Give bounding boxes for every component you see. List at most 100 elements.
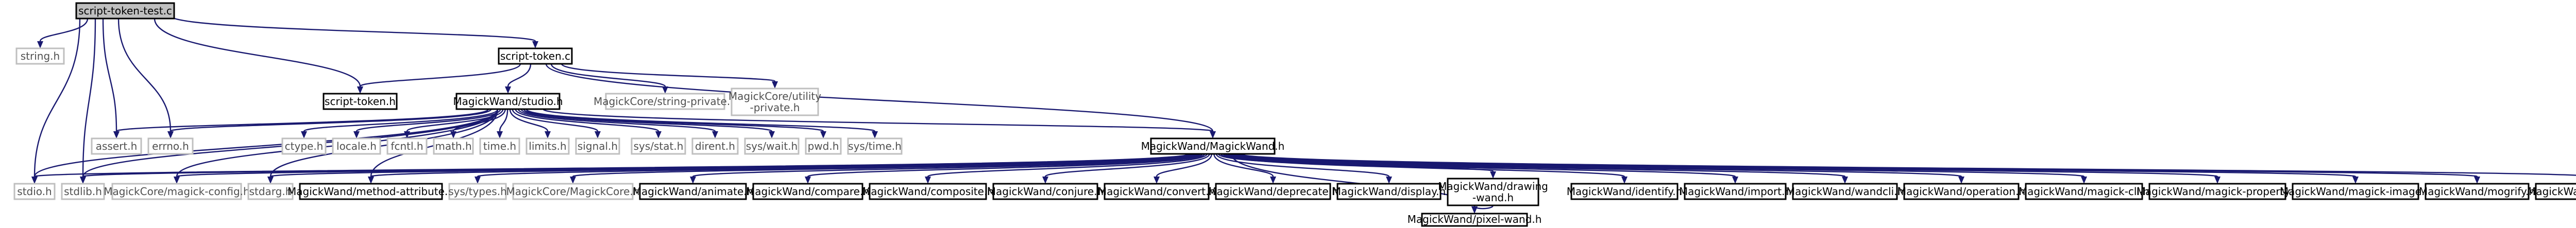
node-label: sys/time.h xyxy=(848,140,902,152)
node-label: MagickCore/magick-config.h xyxy=(104,185,249,198)
edge xyxy=(33,18,81,177)
node-label: script-token.h xyxy=(325,95,396,108)
edge-arrowhead xyxy=(353,131,360,138)
node-drawing-wand-h[interactable]: MagickWand/drawing -wand.h xyxy=(1438,178,1548,206)
node-label: stdarg.h xyxy=(249,185,292,198)
edge xyxy=(509,109,549,132)
node-label: MagickWand/identify.h xyxy=(1567,185,1683,198)
edge-arrowhead xyxy=(662,86,668,94)
edge-arrowhead xyxy=(474,177,481,184)
edge-arrowhead xyxy=(820,131,826,138)
edge xyxy=(523,108,824,132)
node-label: MagickWand/mogrify.h xyxy=(2419,185,2535,198)
node-label: fcntl.h xyxy=(391,140,423,152)
edge-arrowhead xyxy=(1842,177,1848,184)
node-label: MagickWand/method-attribute.h xyxy=(287,185,454,198)
node-method-attribute-h[interactable]: MagickWand/method-attribute.h xyxy=(287,183,454,200)
node-mogrify-h[interactable]: MagickWand/mogrify.h xyxy=(2419,183,2535,200)
edge-arrowhead xyxy=(1732,177,1738,184)
node-studio-h[interactable]: MagickWand/studio.h xyxy=(453,93,563,110)
node-magick-property-h[interactable]: MagickWand/magick-property.h xyxy=(2137,183,2299,200)
node-magick-config-h: MagickCore/magick-config.h xyxy=(104,183,250,200)
node-animate-h[interactable]: MagickWand/animate.h xyxy=(633,183,754,200)
node-sys-wait-h: sys/wait.h xyxy=(744,137,800,155)
edge xyxy=(115,108,489,132)
node-montage-h[interactable]: MagickWand/montage.h xyxy=(2527,183,2576,200)
node-string-h: string.h xyxy=(15,47,65,65)
edge xyxy=(82,18,96,177)
edge-arrowhead xyxy=(2352,177,2359,184)
edge-arrowhead xyxy=(545,131,551,138)
edge xyxy=(515,109,659,132)
edge xyxy=(550,63,666,87)
node-script-token-h[interactable]: script-token.h xyxy=(323,93,398,110)
node-label: time.h xyxy=(483,140,516,152)
edge xyxy=(520,109,773,132)
node-display-h[interactable]: MagickWand/display.h xyxy=(1332,183,1446,200)
edge-arrowhead xyxy=(1471,206,1478,214)
edge xyxy=(406,109,504,132)
node-compare-h[interactable]: MagickWand/compare.h xyxy=(746,183,870,200)
edge-arrowhead xyxy=(925,177,931,184)
edge-arrowhead xyxy=(267,177,274,184)
node-label: MagickCore/MagickCore.h xyxy=(506,185,639,198)
node-stdlib-h: stdlib.h xyxy=(61,183,105,200)
node-label: MagickWand/operation.h xyxy=(1897,185,2025,198)
edge-arrowhead xyxy=(532,41,538,48)
node-label: sys/types.h xyxy=(448,185,507,198)
node-label: -wand.h xyxy=(1472,191,1514,204)
node-errno-h: errno.h xyxy=(147,137,194,155)
node-label: sys/stat.h xyxy=(634,140,684,152)
edge xyxy=(170,108,492,132)
node-identify-h[interactable]: MagickWand/identify.h xyxy=(1567,183,1683,200)
node-magickcore-h: MagickCore/MagickCore.h xyxy=(506,183,640,200)
edge-arrowhead xyxy=(497,131,503,138)
node-pixel-wand-h[interactable]: MagickWand/pixel-wand.h xyxy=(1408,213,1542,227)
node-label: stdio.h xyxy=(17,185,52,198)
node-operation-h[interactable]: MagickWand/operation.h xyxy=(1897,183,2025,200)
node-label: MagickCore/utility xyxy=(728,90,821,102)
node-limits-h: limits.h xyxy=(526,137,570,155)
node-math-h: math.h xyxy=(433,137,474,155)
edge xyxy=(154,18,361,87)
edge-arrowhead xyxy=(655,131,662,138)
node-label: string.h xyxy=(21,50,60,62)
node-root[interactable]: script-token-test.c xyxy=(75,2,175,20)
edge-arrowhead xyxy=(1386,177,1392,184)
node-label: stdlib.h xyxy=(64,185,102,198)
node-label: MagickWand/drawing xyxy=(1438,180,1548,192)
edge xyxy=(1220,153,1625,178)
node-convert-h[interactable]: MagickWand/convert.h xyxy=(1098,183,1215,200)
node-sys-stat-h: sys/stat.h xyxy=(631,137,686,155)
node-conjure-h[interactable]: MagickWand/conjure.h xyxy=(987,183,1104,200)
node-label: assert.h xyxy=(96,140,138,152)
node-script-token-c[interactable]: script-token.c xyxy=(498,47,573,65)
edge xyxy=(517,109,716,132)
node-magick-image-h[interactable]: MagickWand/magick-image.h xyxy=(2280,183,2431,200)
node-wandcli-h[interactable]: MagickWand/wandcli.h xyxy=(1786,183,1904,200)
edge xyxy=(927,153,1208,178)
node-magickwand-h[interactable]: MagickWand/MagickWand.h xyxy=(1141,137,1285,155)
edge-arrowhead xyxy=(505,86,511,94)
node-label: dirent.h xyxy=(695,140,735,152)
node-composite-h[interactable]: MagickWand/composite.h xyxy=(862,183,994,200)
edge xyxy=(507,63,532,87)
edge-arrowhead xyxy=(712,131,718,138)
edge-arrowhead xyxy=(595,131,601,138)
node-pwd-h: pwd.h xyxy=(805,137,842,155)
edge xyxy=(355,109,501,132)
node-label: sys/wait.h xyxy=(746,140,798,152)
node-label: math.h xyxy=(435,140,471,152)
node-deprecate-h[interactable]: MagickWand/deprecate.h xyxy=(1208,183,1338,200)
node-sys-types-h: sys/types.h xyxy=(448,183,507,200)
node-import-h[interactable]: MagickWand/import.h xyxy=(1679,183,1791,200)
edge-arrowhead xyxy=(1210,131,1216,138)
node-stdio-h: stdio.h xyxy=(13,183,56,200)
node-label: locale.h xyxy=(336,140,377,152)
edge xyxy=(807,153,1206,178)
edge-arrowhead xyxy=(2081,177,2087,184)
edge-arrowhead xyxy=(31,177,38,184)
node-magick-cli-h[interactable]: MagickWand/magick-cli.h xyxy=(2019,183,2149,200)
edge-arrowhead xyxy=(301,131,307,138)
edge xyxy=(1223,153,1736,178)
